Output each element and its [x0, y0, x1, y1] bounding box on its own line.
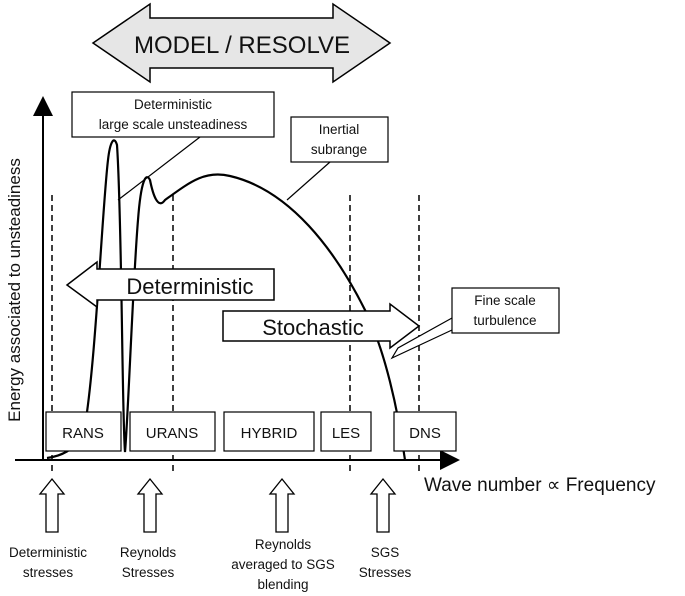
method-label-urans: URANS	[146, 425, 199, 442]
callout-box-deterministic	[71, 91, 275, 138]
method-box-hybrid	[223, 411, 315, 452]
bottom-label-blending-line3: blending	[257, 577, 308, 592]
up-arrow-reynolds-stresses	[136, 477, 164, 533]
callout-box-inertial	[290, 116, 389, 163]
method-box-urans	[129, 411, 216, 452]
bottom-label-blending-line1: Reynolds	[255, 537, 312, 552]
x-axis-label: Wave number ∝ Frequency	[424, 475, 656, 496]
bottom-label-sgs-line2: Stresses	[359, 565, 412, 580]
method-label-rans: RANS	[62, 425, 104, 442]
bottom-label-blending-line2: averaged to SGS	[231, 557, 335, 572]
method-box-rans	[45, 411, 122, 452]
callout-leader-deterministic	[117, 136, 201, 201]
method-box-les	[320, 411, 372, 452]
up-arrow-reynolds-sgs-blending	[268, 477, 296, 533]
callout-fine-scale-line2: turbulence	[473, 313, 536, 328]
up-arrow-sgs-stresses	[369, 477, 397, 533]
stochastic-arrow	[222, 302, 421, 350]
callout-leader-inertial	[286, 161, 331, 201]
bottom-label-deterministic-line1: Deterministic	[9, 545, 87, 560]
stochastic-arrow-label: Stochastic	[262, 315, 364, 340]
method-label-hybrid: HYBRID	[241, 425, 298, 442]
callout-deterministic-line2: large scale unsteadiness	[99, 117, 248, 132]
model-resolve-label: MODEL / RESOLVE	[134, 32, 350, 59]
callout-leader-fine-scale	[390, 317, 453, 360]
bottom-label-deterministic-line2: stresses	[23, 565, 74, 580]
method-label-les: LES	[332, 425, 360, 442]
bottom-label-reynolds-line1: Reynolds	[120, 545, 177, 560]
bottom-label-sgs-line1: SGS	[371, 545, 400, 560]
callout-inertial-line1: Inertial	[319, 122, 360, 137]
up-arrow-deterministic-stresses	[38, 477, 66, 533]
model-resolve-arrow	[91, 2, 392, 84]
method-label-dns: DNS	[409, 425, 441, 442]
callout-deterministic-line1: Deterministic	[134, 97, 212, 112]
bottom-label-reynolds-line2: Stresses	[122, 565, 175, 580]
method-box-dns	[393, 411, 457, 452]
callout-box-fine-scale	[451, 287, 560, 334]
callout-fine-scale-line1: Fine scale	[474, 293, 536, 308]
y-axis-label: Energy associated to unsteadiness	[5, 158, 24, 422]
energy-spectrum-curve	[46, 139, 407, 461]
deterministic-arrow	[65, 260, 275, 309]
deterministic-arrow-label: Deterministic	[126, 274, 253, 299]
callout-inertial-line2: subrange	[311, 142, 367, 157]
